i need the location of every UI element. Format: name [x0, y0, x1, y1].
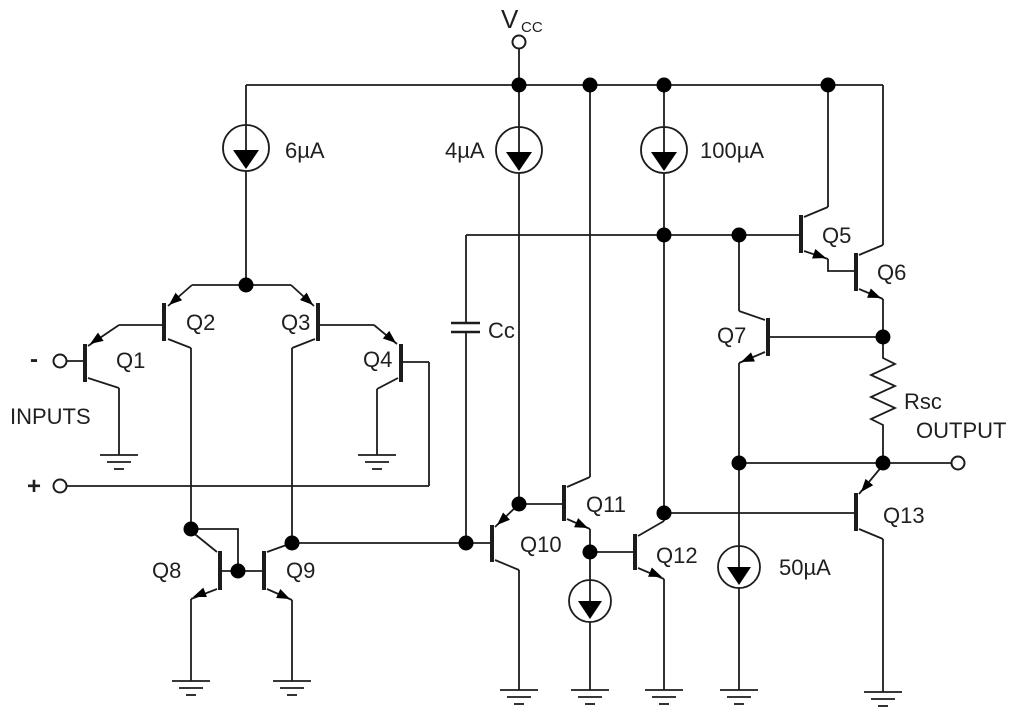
label-q4: Q4	[363, 347, 392, 372]
minus-sign: -	[30, 346, 38, 373]
label-q11: Q11	[586, 492, 626, 517]
label-q10: Q10	[520, 532, 562, 557]
current-source-4ua	[495, 126, 543, 174]
transistor-q13	[854, 464, 884, 540]
current-label-6ua: 6µA	[285, 138, 325, 163]
current-label-100ua: 100µA	[700, 138, 764, 163]
label-rsc: Rsc	[904, 389, 942, 414]
transistor-q8	[190, 530, 222, 600]
resistor-rsc	[868, 337, 898, 463]
ground-symbol-q13	[864, 691, 902, 707]
label-q1: Q1	[116, 348, 145, 373]
transistor-q12	[633, 520, 665, 580]
junction-dots	[183, 77, 891, 579]
label-q9: Q9	[286, 558, 315, 583]
label-q5: Q5	[822, 223, 851, 248]
transistor-q3	[290, 284, 320, 349]
transistor-q4	[373, 324, 403, 390]
ground-symbol-50ua	[720, 689, 758, 705]
current-source-q11-tail	[568, 579, 612, 623]
ground-symbol-q9	[273, 680, 311, 696]
ground-symbol-q8	[172, 680, 210, 696]
transistor-q5	[799, 206, 829, 260]
vcc-label: V	[501, 4, 519, 34]
compensation-cap-net	[292, 235, 492, 544]
label-q7: Q7	[717, 323, 746, 348]
vcc-rail	[245, 48, 884, 521]
plus-sign: +	[27, 473, 41, 500]
output-label: OUTPUT	[916, 418, 1006, 443]
capacitor-cc	[451, 321, 480, 334]
label-q6: Q6	[877, 260, 906, 285]
mirror-nets	[190, 528, 293, 681]
ground-symbol-q1	[100, 454, 138, 470]
bias-line	[466, 234, 801, 311]
vcc-subscript: CC	[521, 19, 543, 36]
transistor-q11	[562, 476, 591, 530]
transistor-q6	[854, 244, 884, 300]
current-label-50ua: 50µA	[779, 555, 831, 580]
transistor-q7	[738, 310, 770, 364]
label-q13: Q13	[883, 503, 925, 528]
vcc-terminal	[511, 34, 527, 50]
input-nets	[66, 284, 430, 543]
transistor-q2	[162, 284, 193, 349]
inverting-input-terminal	[52, 353, 68, 369]
transistor-q10	[490, 503, 520, 571]
current-source-6ua	[222, 124, 270, 172]
label-q2: Q2	[186, 310, 215, 335]
transistor-q1	[83, 324, 120, 389]
current-label-4ua: 4µA	[445, 138, 485, 163]
output-terminal	[950, 455, 966, 471]
ground-symbol-q4	[358, 454, 396, 470]
current-source-50ua	[717, 545, 761, 589]
noninverting-input-terminal	[52, 478, 68, 494]
label-q12: Q12	[656, 543, 698, 568]
label-cc: Cc	[488, 318, 515, 343]
inputs-label: INPUTS	[10, 404, 91, 429]
ground-symbol-q10	[500, 689, 538, 705]
label-q3: Q3	[281, 310, 310, 335]
ground-symbol-q12	[645, 689, 683, 705]
ground-symbol-q11-source	[571, 689, 609, 705]
current-source-100ua	[640, 126, 688, 174]
label-q8: Q8	[152, 558, 181, 583]
output-stage-nets	[738, 259, 951, 692]
